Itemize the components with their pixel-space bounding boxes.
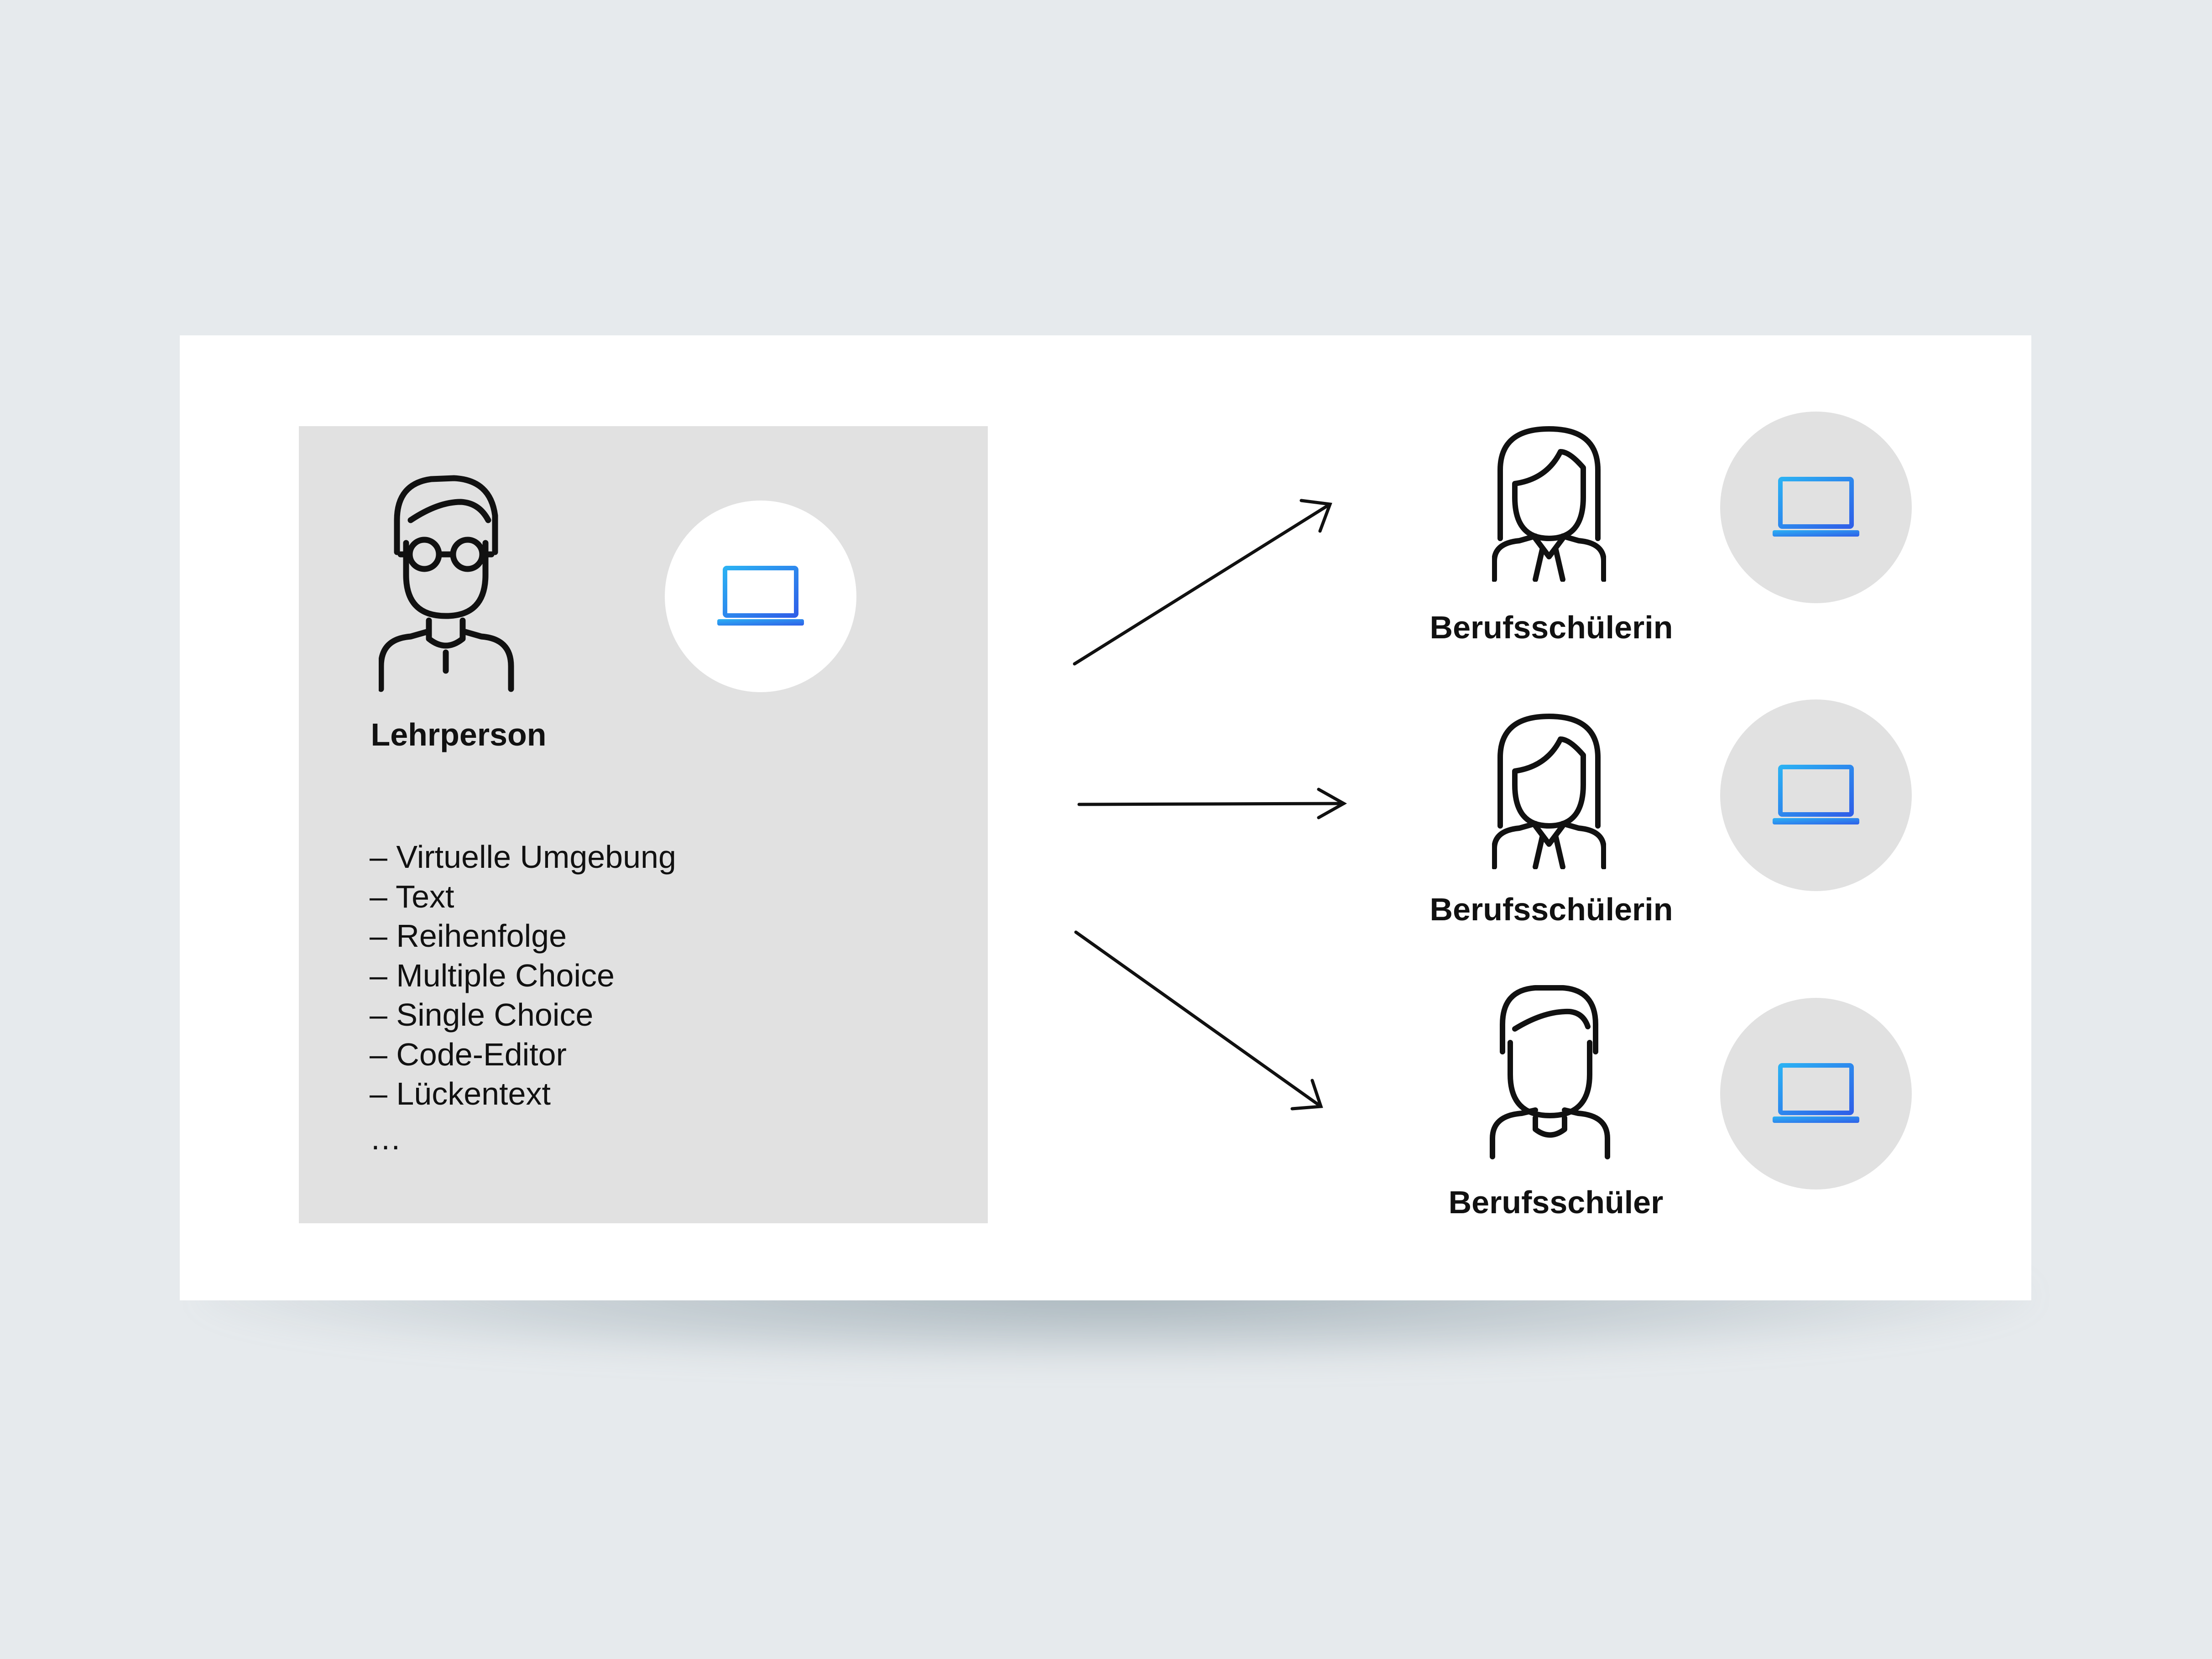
teacher-with-glasses-icon — [379, 475, 514, 692]
laptop-icon — [1773, 765, 1859, 824]
list-item: – Code-Editor — [370, 1036, 567, 1072]
list-item: – Reihenfolge — [370, 918, 567, 954]
student-1-laptop-circle — [1720, 412, 1912, 603]
female-student-icon — [1492, 714, 1606, 869]
laptop-icon — [1773, 477, 1859, 537]
female-student-icon — [1492, 426, 1606, 582]
student-1-label: Berufsschülerin — [1429, 610, 1673, 645]
feature-list: – Virtuelle Umgebung – Text – Reihenfolg… — [370, 837, 676, 1114]
list-item: – Multiple Choice — [370, 957, 615, 993]
teacher-panel — [299, 426, 988, 1223]
teacher-laptop-circle — [665, 501, 856, 692]
student-3-laptop-circle — [1720, 998, 1912, 1189]
student-3-label: Berufsschüler — [1448, 1184, 1664, 1220]
list-item: – Lückentext — [370, 1076, 551, 1111]
student-2-label: Berufsschülerin — [1429, 892, 1673, 927]
list-item: – Single Choice — [370, 997, 594, 1033]
laptop-icon — [1773, 1063, 1859, 1123]
male-student-icon — [1490, 985, 1610, 1159]
teacher-label: Lehrperson — [370, 717, 547, 752]
list-item: – Virtuelle Umgebung — [370, 839, 676, 875]
list-item: – Text — [370, 878, 454, 914]
laptop-icon — [717, 566, 804, 626]
student-2-laptop-circle — [1720, 699, 1912, 891]
feature-list-ellipsis: … — [370, 1121, 404, 1156]
